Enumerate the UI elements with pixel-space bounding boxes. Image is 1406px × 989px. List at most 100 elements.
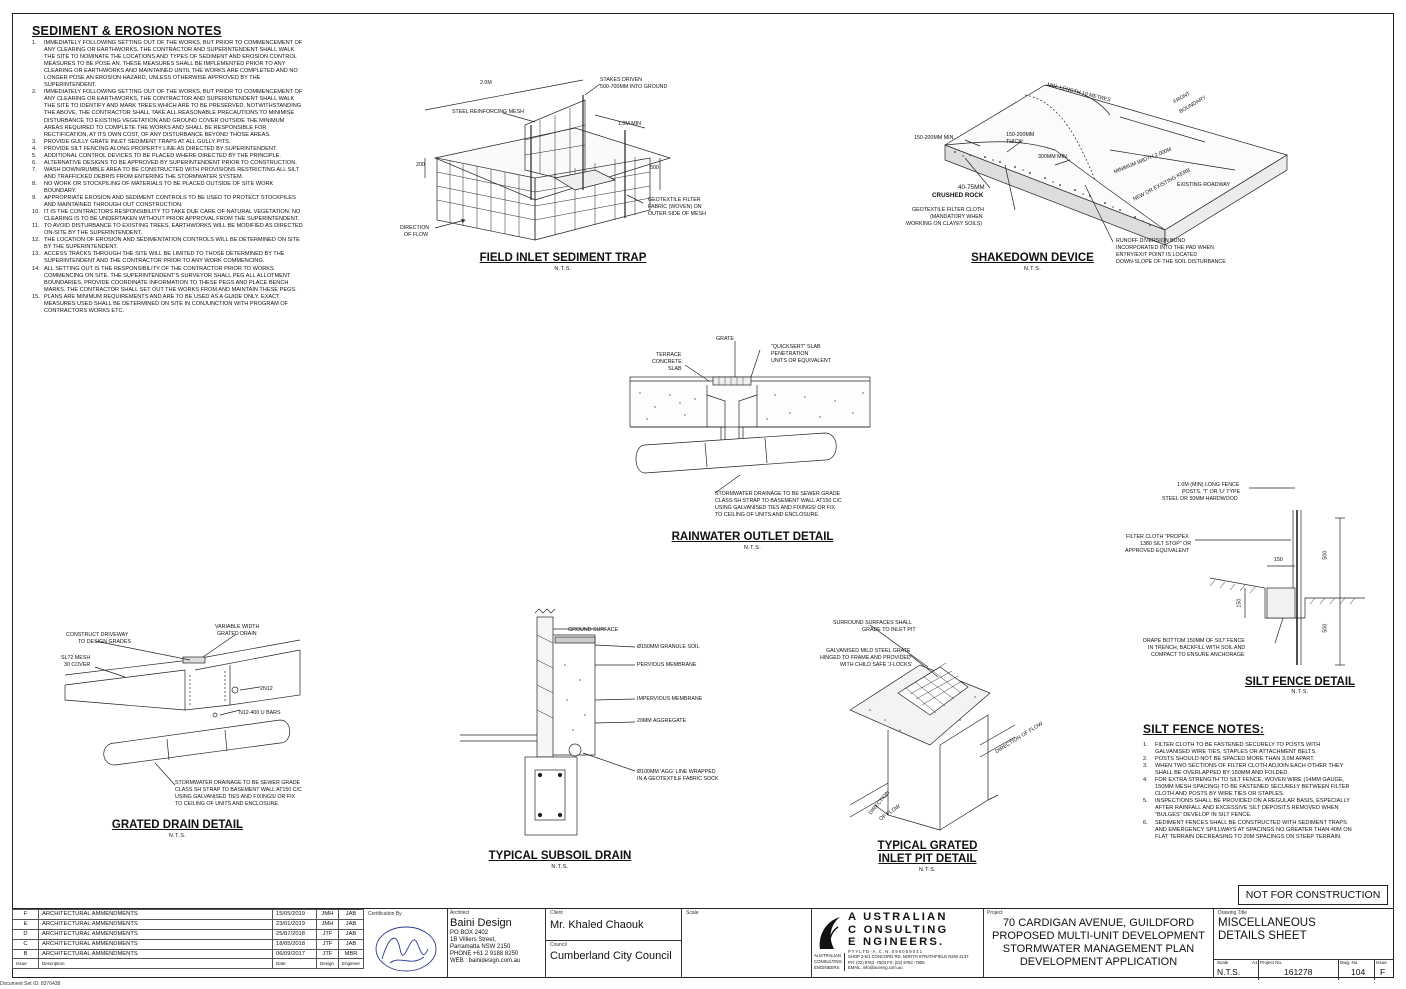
- label-200: 200: [416, 162, 425, 168]
- scale-h: Scale: [1217, 960, 1229, 965]
- revision-desc: ARCHITECTURAL AMMENDMENTS: [38, 928, 273, 940]
- grated-pit-title-2: INLET PIT DETAIL: [878, 853, 977, 865]
- revision-eng: JAB: [337, 928, 365, 940]
- note-item: 13.ACCESS TRACKS THROUGH THE SITE WILL B…: [32, 251, 304, 265]
- label-qs2: PENETRATION: [771, 351, 809, 357]
- grated-pit-title: TYPICAL GRATED INLET PIT DETAIL: [860, 840, 995, 866]
- label-grate: GRATE: [716, 336, 734, 342]
- label-g2: HINGED TO FRAME AND PROVIDED: [820, 655, 911, 661]
- project-line-3: STORMWATER MANAGEMENT PLAN: [1002, 943, 1195, 955]
- project-number: 161278: [1284, 967, 1313, 977]
- project-line-4: DEVELOPMENT APPLICATION: [1019, 956, 1178, 968]
- label-bund1: RUNOFF DIVERSION BUND: [1116, 238, 1186, 244]
- note-item: 11.TO AVOID DISTURBANCE TO EXISTING TREE…: [32, 223, 304, 237]
- label-sf150b: 150: [1236, 598, 1243, 608]
- note-text: PLANS ARE MINIMUM REQUIREMENTS AND ARE T…: [44, 293, 289, 314]
- note-text: POSTS SHOULD NOT BE SPACED MORE THAN 3.0…: [1155, 756, 1315, 763]
- note-number: 1.: [1143, 742, 1148, 748]
- note-text: ALL SETTING OUT IS THE RESPONSIBILITY OF…: [44, 265, 297, 293]
- note-number: 4.: [32, 145, 37, 152]
- company-info-4: EMAIL: info@aceeng.com.au: [848, 964, 903, 970]
- label-sf500b: 500: [1322, 623, 1329, 633]
- revision-issue: F: [12, 909, 39, 920]
- client-label: Client: [550, 910, 563, 916]
- project-cell: Project 70 CARDIGAN AVENUE, GUILDFORD PR…: [984, 909, 1214, 978]
- label-geo1: GEOTEXTILE FILTER: [648, 197, 701, 203]
- revision-issue: D: [12, 928, 39, 940]
- grated-pit-title-1: TYPICAL GRATED: [877, 840, 978, 852]
- note-number: 7.: [32, 166, 37, 173]
- note-text: WASH DOWN/RUMBLE AREA TO BE CONSTRUCTED …: [44, 166, 299, 180]
- sediment-notes-title: SEDIMENT & EROSION NOTES: [32, 24, 222, 38]
- label-rsw4: TO CEILING OF UNITS AND ENCLOSURE.: [715, 512, 820, 518]
- label-rsw3: USING GALVANISED TIES AND FIXINGS/ OR FI…: [715, 505, 836, 511]
- label-bund2: INCORPORATED INTO THE PAD WHEN: [1116, 245, 1214, 251]
- label-agg1: Ø100mm 'AGG' LINE WRAPPED: [637, 769, 716, 775]
- label-geo-c: WORKING ON CLAYEY SOILS): [906, 221, 983, 227]
- label-cd2: TO DESIGN GRADES: [78, 639, 131, 645]
- label-thick: THICK: [1006, 139, 1022, 145]
- company-cell: AUSTRALIAN CONSULTING ENGINEERS A USTRAL…: [812, 909, 984, 978]
- note-text: ADDITIONAL CONTROL DEVICES TO BE PLACED …: [44, 152, 281, 159]
- subsoil-nts: N.T.S.: [551, 864, 569, 870]
- council-name: Cumberland City Council: [550, 950, 672, 962]
- rev-header-design: Design: [315, 958, 339, 970]
- label-500: 500: [650, 165, 659, 171]
- client-name: Mr. Khaled Chaouk: [550, 919, 644, 931]
- project-line-2: PROPOSED MULTI-UNIT DEVELOPMENT: [992, 930, 1205, 942]
- note-text: IT IS THE CONTRACTORS RESPONSIBILITY TO …: [44, 209, 301, 223]
- label-f3: APPROVED EQUIVALENT: [1125, 548, 1190, 554]
- label-2m: 2.0m: [480, 80, 492, 86]
- council-label: Council: [550, 942, 567, 948]
- field-inlet-title: FIELD INLET SEDIMENT TRAP: [479, 252, 647, 264]
- client-cell: Client Mr. Khaled Chaouk Council Cumberl…: [546, 909, 682, 978]
- subsoil-title: TYPICAL SUBSOIL DRAIN: [488, 850, 632, 862]
- architect-label: Architect: [450, 910, 470, 916]
- cert-label: Certification By: [368, 911, 402, 917]
- note-number: 5.: [32, 152, 37, 159]
- label-f1: FILTER CLOTH "PROPEX: [1126, 534, 1189, 540]
- label-vw1: VARIABLE WIDTH: [215, 624, 260, 630]
- company-info-2: SHOP 2-6/1 CONCORD RD, NORTH STRATHFIELD…: [848, 954, 969, 960]
- drawing-info-row: Scale A1 Project No. Dwg. No. Issue N.T.…: [1214, 959, 1394, 980]
- revision-issue: B: [12, 948, 39, 960]
- grated-drain-title: GRATED DRAIN DETAIL: [111, 819, 244, 831]
- note-number: 9.: [32, 195, 37, 202]
- label-tc1: TERRACE: [656, 352, 682, 358]
- label-rsw1: STORMWATER DRAINAGE TO BE SEWER GRADE: [715, 491, 841, 497]
- architect-address-line: PO BOX 2402: [450, 930, 489, 936]
- architect-name: Baini Design: [450, 917, 512, 929]
- label-agg: 20mm AGGREGATE: [637, 718, 687, 724]
- label-dr3: COMPACT TO ENSURE ANCHORAGE: [1151, 652, 1245, 658]
- label-p1: 1.0m (MIN) LONG FENCE: [1177, 482, 1240, 488]
- note-number: 10.: [32, 209, 40, 216]
- label-sf500a: 500: [1322, 550, 1329, 560]
- revision-eng: JAB: [337, 938, 365, 950]
- note-item: 12.THE LOCATION OF EROSION AND SEDIMENTA…: [32, 237, 304, 251]
- note-item: 7. WASH DOWN/RUMBLE AREA TO BE CONSTRUCTE…: [32, 167, 304, 181]
- label-dir1: DIRECTION: [400, 225, 430, 231]
- note-text: SEDIMENT FENCES SHALL BE CONSTRUCTED WIT…: [1155, 819, 1352, 840]
- revision-eng: JAB: [337, 918, 365, 930]
- note-item: 5.INSPECTIONS SHALL BE PROVIDED ON A REG…: [1143, 798, 1355, 819]
- company-info: P T Y L T D - A . C . N . 0 9 6 0 5 9 0 …: [848, 949, 969, 970]
- signature-icon: [375, 926, 437, 972]
- company-logo-icon: [819, 917, 840, 950]
- label-f2: 1380 SILT STOP" OR: [1140, 541, 1192, 547]
- note-item: 6.ALTERNATIVE DESIGNS TO BE APPROVED BY …: [32, 160, 304, 167]
- label-stakes: STAKES DRIVEN: [600, 77, 642, 83]
- note-text: PROVIDE GULLY GRATE INLET SEDIMENT TRAPS…: [44, 138, 231, 145]
- scale-cell: Scale: [682, 909, 812, 978]
- label-rock2: CRUSHED ROCK: [932, 192, 984, 199]
- label-g1: GALVANISED MILD STEEL GRATE: [826, 648, 911, 654]
- field-inlet-nts: N.T.S.: [554, 266, 572, 272]
- rev-header-desc: Description: [38, 958, 273, 970]
- label-150a: 150-200mm MIN.: [914, 135, 955, 141]
- company-info-1: P T Y L T D - A . C . N . 0 9 6 0 5 9 0 …: [848, 949, 923, 954]
- note-item: 4.FOR EXTRA STRENGTH TO SILT FENCE, WOVE…: [1143, 777, 1355, 798]
- architect-address-line: PHONE +61 2 9188 8250: [450, 951, 519, 957]
